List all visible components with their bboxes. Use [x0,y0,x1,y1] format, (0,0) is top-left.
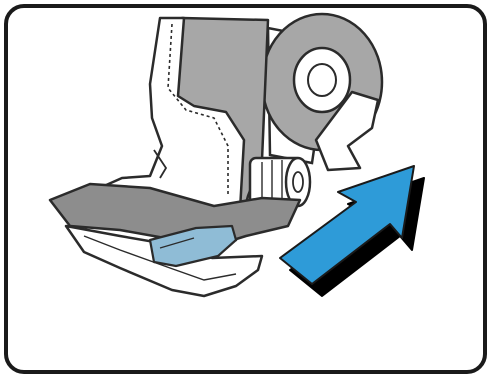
tape-dispenser-diagram [0,0,491,378]
instruction-illustration [0,0,491,378]
